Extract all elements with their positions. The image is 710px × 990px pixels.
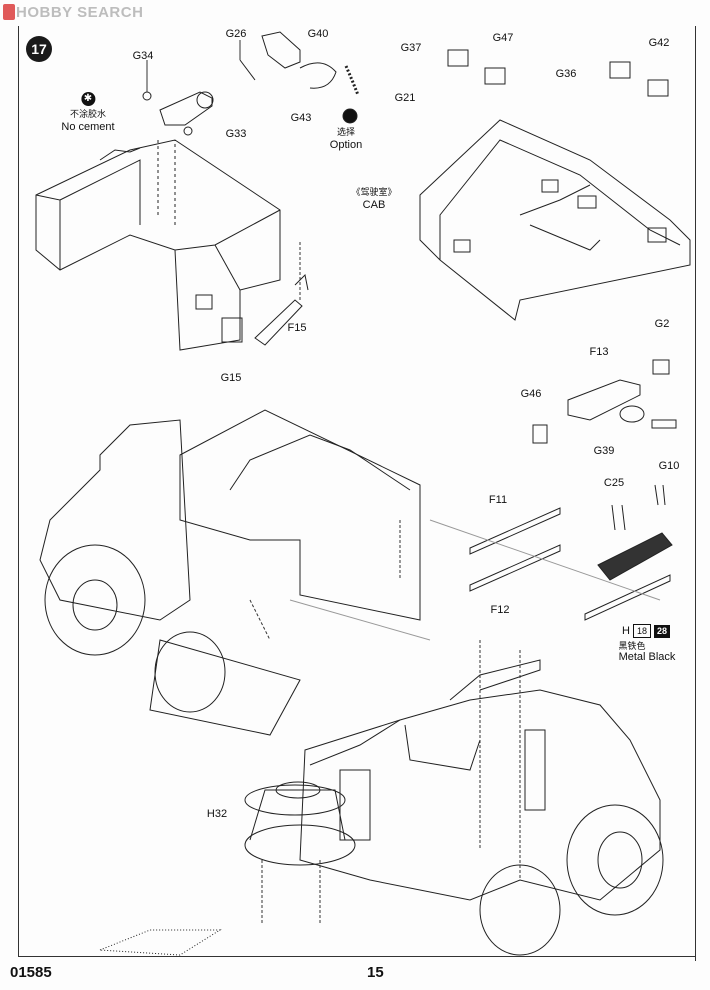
paint-callout: H 18 28 (622, 624, 670, 638)
paint-code-white: 18 (632, 624, 651, 638)
part-label-g42: G42 (648, 37, 670, 49)
cab-shell-right-drawing (419, 119, 691, 321)
option-note: 选择 Option (330, 126, 362, 152)
cab-cn: 《驾驶室》 (351, 187, 397, 197)
paint-code-black: 28 (653, 624, 670, 638)
cab-en: CAB (362, 199, 386, 211)
no-cement-icon: ✱ (80, 92, 95, 106)
part-label-g2: G2 (654, 318, 670, 330)
part-label-g39: G39 (593, 445, 615, 457)
option-cn: 选择 (336, 127, 356, 137)
part-label-f13: F13 (589, 346, 609, 358)
step-number-badge: 17 (26, 36, 52, 62)
part-label-g46: G46 (520, 388, 542, 400)
part-label-g40: G40 (307, 28, 329, 40)
part-label-f11: F11 (488, 494, 508, 506)
watermark: HOBBY SEARCH (0, 0, 170, 26)
watermark-logo-icon (3, 4, 15, 20)
paint-name-en: Metal Black (618, 651, 676, 663)
g34-bracket-drawing (142, 91, 214, 136)
f11-f12-rods-drawing (469, 484, 673, 621)
part-label-f15: F15 (287, 322, 307, 334)
gun-mount-parts-drawing (239, 31, 360, 124)
part-label-g10: G10 (658, 460, 680, 472)
part-label-c25: C25 (603, 477, 625, 489)
page-border-left (18, 26, 19, 956)
vehicle-lower-drawing (99, 659, 664, 956)
part-label-g21: G21 (394, 92, 416, 104)
kit-number: 01585 (10, 964, 52, 981)
page-number: 15 (367, 964, 384, 981)
part-label-g15: G15 (220, 372, 242, 384)
part-label-g36: G36 (555, 68, 577, 80)
part-label-h32: H32 (206, 808, 228, 820)
g15-f15-drawing (221, 273, 309, 346)
part-label-g33: G33 (225, 128, 247, 140)
no-cement-cn: 不涂胶水 (69, 109, 107, 119)
part-label-g34: G34 (132, 50, 154, 62)
no-cement-note: ✱ 不涂胶水 No cement (61, 92, 115, 134)
option-en: Option (329, 139, 363, 151)
paint-name-cn: 黑铁色 (618, 641, 646, 651)
paint-part-letter: H (622, 625, 630, 637)
part-label-g26: G26 (225, 28, 247, 40)
leader-lines (146, 40, 521, 925)
vehicle-middle-drawing (39, 409, 661, 736)
small-boxes-drawing (447, 49, 669, 97)
part-label-g47: G47 (492, 32, 514, 44)
page-border-bottom (18, 956, 695, 957)
part-label-g43: G43 (290, 112, 312, 124)
no-cement-en: No cement (61, 121, 115, 133)
cab-shell-left-drawing (35, 139, 281, 351)
f13-g2-g39-g10-drawing (532, 359, 677, 444)
page-border-right (695, 26, 696, 961)
part-label-g37: G37 (400, 42, 422, 54)
cab-note: 《驾驶室》 CAB (351, 186, 396, 212)
part-label-f12: F12 (490, 604, 510, 616)
watermark-text: HOBBY SEARCH (16, 4, 144, 21)
